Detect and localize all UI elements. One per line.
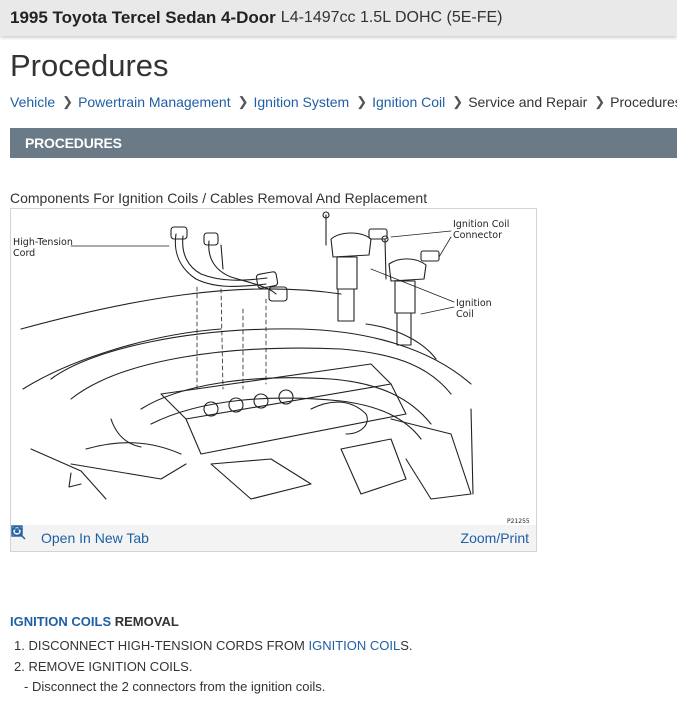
breadcrumb-ignition-coil[interactable]: Ignition Coil bbox=[372, 94, 446, 110]
step-2: 2. REMOVE IGNITION COILS. bbox=[14, 657, 413, 678]
ignition-coil-drawing bbox=[322, 211, 440, 346]
diagram-figure: High-Tension Cord Ignition Coil Connecto… bbox=[10, 208, 537, 552]
vehicle-title: 1995 Toyota Tercel Sedan 4-Door bbox=[10, 8, 276, 27]
label-high-tension: High-Tension bbox=[13, 237, 73, 248]
breadcrumb-powertrain-management[interactable]: Powertrain Management bbox=[78, 94, 231, 110]
step-1-suffix: S. bbox=[400, 638, 413, 653]
removal-steps: 1. DISCONNECT HIGH-TENSION CORDS FROM IG… bbox=[14, 636, 413, 698]
section-header: PROCEDURES bbox=[10, 128, 677, 158]
figure-toolbar: Open In New Tab Zoom/Print bbox=[11, 525, 536, 551]
chevron-right-icon: ❯ bbox=[237, 94, 249, 109]
engine-drawing bbox=[20, 288, 474, 500]
substep-dash: - bbox=[24, 679, 29, 694]
breadcrumb-service-and-repair: Service and Repair bbox=[468, 94, 588, 110]
label-ignition-coil-1: Ignition bbox=[456, 298, 492, 309]
label-ignition-coil-2: Coil bbox=[456, 309, 474, 320]
breadcrumb-vehicle[interactable]: Vehicle bbox=[10, 94, 56, 110]
label-ignition-coil-connector-1: Ignition Coil bbox=[453, 219, 509, 230]
leader-lines bbox=[70, 230, 455, 390]
vehicle-engine: L4-1497cc 1.5L DOHC (5E-FE) bbox=[280, 9, 503, 26]
chevron-right-icon: ❯ bbox=[452, 94, 464, 109]
label-ignition-coil-connector-2: Connector bbox=[453, 230, 502, 241]
high-tension-cord-drawing bbox=[170, 226, 288, 302]
substep-text: Disconnect the 2 connectors from the ign… bbox=[31, 679, 326, 694]
ignition-coil-diagram: High-Tension Cord Ignition Coil Connecto… bbox=[13, 211, 530, 525]
step-1: 1. DISCONNECT HIGH-TENSION CORDS FROM IG… bbox=[14, 636, 413, 657]
open-new-tab-label: Open In New Tab bbox=[41, 530, 149, 546]
zoom-icon bbox=[11, 525, 457, 546]
label-cord: Cord bbox=[13, 248, 35, 259]
removal-heading: IGNITION COILS REMOVAL bbox=[10, 614, 179, 629]
figure-caption: Components For Ignition Coils / Cables R… bbox=[10, 190, 428, 206]
ignition-coils-heading-link[interactable]: IGNITION COILS bbox=[10, 614, 112, 629]
step-2-number: 2. bbox=[14, 658, 25, 674]
chevron-right-icon: ❯ bbox=[62, 94, 74, 109]
step-1-number: 1. bbox=[14, 638, 25, 653]
chevron-right-icon: ❯ bbox=[356, 94, 368, 109]
ignition-coil-link[interactable]: IGNITION COIL bbox=[308, 638, 401, 653]
step-2-substep: - Disconnect the 2 connectors from the i… bbox=[14, 677, 413, 698]
removal-heading-text: REMOVAL bbox=[111, 614, 179, 629]
breadcrumb-ignition-system[interactable]: Ignition System bbox=[253, 94, 350, 110]
figure-code: P21255 bbox=[507, 518, 530, 525]
vehicle-header: 1995 Toyota Tercel Sedan 4-Door L4-1497c… bbox=[0, 0, 677, 36]
chevron-right-icon: ❯ bbox=[594, 94, 606, 109]
zoom-print-link[interactable]: Zoom/Print bbox=[11, 525, 529, 546]
breadcrumb: Vehicle ❯ Powertrain Management ❯ Igniti… bbox=[10, 94, 677, 110]
step-1-text: DISCONNECT HIGH-TENSION CORDS FROM bbox=[28, 638, 309, 653]
open-new-tab-link[interactable]: Open In New Tab bbox=[11, 525, 149, 546]
page-title: Procedures bbox=[10, 48, 169, 83]
step-2-text: REMOVE IGNITION COILS. bbox=[28, 658, 193, 674]
breadcrumb-procedures: Procedures bbox=[610, 94, 677, 110]
zoom-print-label: Zoom/Print bbox=[460, 530, 529, 546]
